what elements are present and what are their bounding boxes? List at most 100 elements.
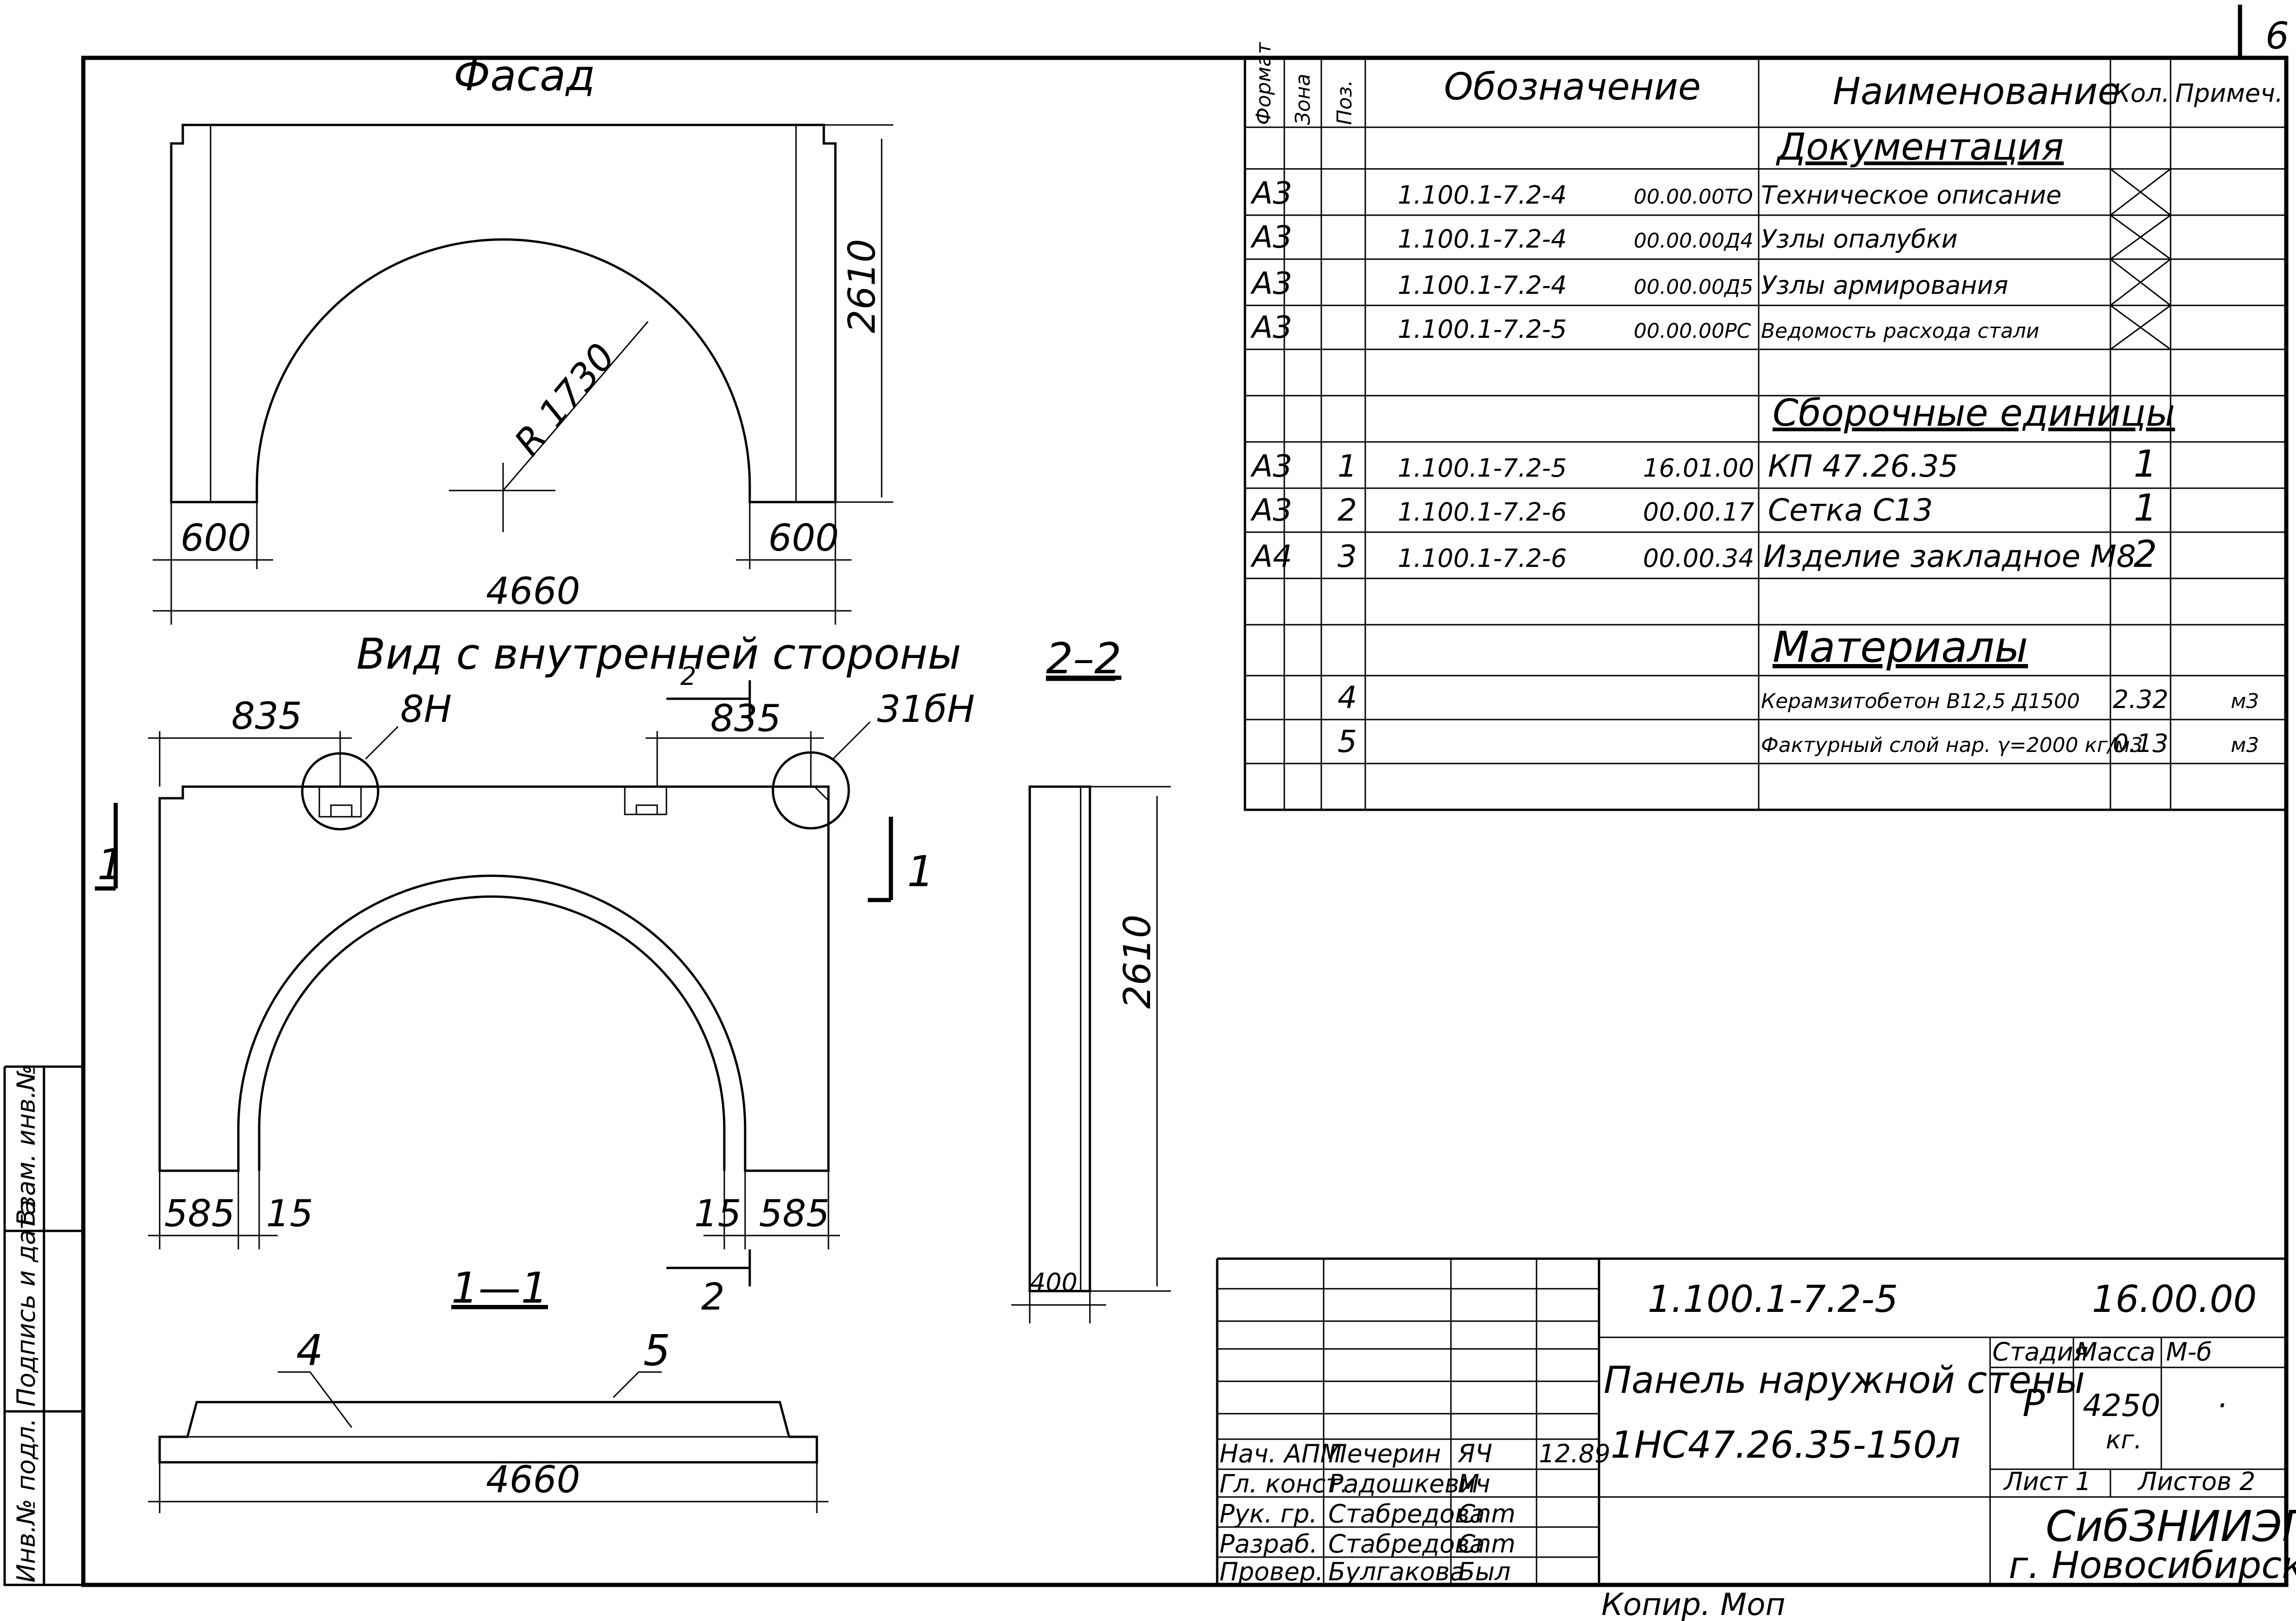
title-sheet: Лист 1 [2003, 1467, 2091, 1496]
facade-right-width: 600 [768, 516, 839, 559]
doc-row-2-format: А3 [1250, 219, 1292, 255]
inner-cut-mark-top: 2 [680, 662, 696, 691]
section-11-pos4: 4 [296, 1326, 324, 1375]
doc-row-3-code: 00.00.00Д5 [1634, 275, 1753, 299]
asm-row-3-code: 00.00.34 [1643, 544, 1754, 573]
sheet-number: 6 [2265, 14, 2289, 57]
person-5-sign: Был [1458, 1557, 1511, 1586]
sheet-border [81, 56, 2289, 1587]
inner-view: Вид с внутренней стороны 2 8Н 31бН 835 8… [95, 629, 975, 1318]
doc-row-4-designation: 1.100.1-7.2-5 [1398, 315, 1567, 344]
title-name-line2: 1НС47.26.35-150л [1611, 1423, 1960, 1466]
title-scale: · [2217, 1388, 2227, 1423]
facade-height: 2610 [840, 239, 884, 333]
doc-row-4-name: Ведомость расхода стали [1761, 319, 2039, 343]
facade-radius: R 1730 [506, 335, 623, 464]
section-22-height: 2610 [1116, 914, 1159, 1009]
copied-note: Копир. Моп [1601, 1587, 1786, 1621]
inner-bottom-left: 585 [164, 1192, 235, 1235]
person-5-role: Провер. [1220, 1557, 1323, 1586]
doc-row-3-name: Узлы армирования [1761, 271, 2008, 300]
person-2-sign: М [1458, 1469, 1480, 1498]
spec-header-name: Наименование [1833, 70, 2121, 113]
inner-bottom-right-small: 15 [694, 1192, 741, 1235]
margin-sign-date: Подпись и дата [12, 1200, 41, 1407]
asm-row-2-qty: 1 [2134, 486, 2157, 529]
person-1-name: Печерин [1328, 1439, 1441, 1468]
person-1-sign: ЯЧ [1457, 1439, 1493, 1468]
asm-row-3-name: Изделие закладное М8 [1763, 539, 2136, 574]
doc-row-4-code: 00.00.00РС [1634, 319, 1751, 343]
doc-row-4-format: А3 [1250, 310, 1292, 345]
inner-section-mark-left: 1 [97, 840, 124, 889]
asm-row-1-qty: 1 [2134, 442, 2157, 485]
asm-row-3-qty: 2 [2134, 533, 2157, 576]
asm-row-3-format: А4 [1250, 539, 1292, 574]
asm-row-2-code: 00.00.17 [1643, 497, 1754, 527]
person-3-name: Стабредова [1328, 1499, 1485, 1528]
facade-view: Фасад R 1730 2610 600 600 4660 [153, 51, 893, 625]
inner-section-mark-right: 1 [907, 847, 934, 896]
facade-title: Фасад [454, 51, 595, 100]
person-3-sign: Сnm [1458, 1499, 1516, 1528]
mat-row-1-pos: 4 [1338, 680, 1357, 715]
section-11-pos5: 5 [643, 1326, 671, 1375]
spec-section-docs: Документация [1776, 125, 2064, 168]
mat-row-2-qty: 0.13 [2113, 729, 2168, 758]
section-11-title: 1—1 [451, 1263, 548, 1313]
person-2-role: Гл. конст. [1220, 1469, 1348, 1498]
spec-section-assemblies: Сборочные единицы [1773, 391, 2175, 435]
margin-vzam-inv: Взам. инв.№ [12, 1065, 41, 1226]
mat-row-1-unit: м3 [2231, 689, 2259, 713]
doc-qty-crosses [2110, 168, 2171, 350]
left-margin-strip: Инв.№ подл. Подпись и дата Взам. инв.№ [3, 1065, 83, 1586]
title-stage: Р [2022, 1382, 2045, 1425]
asm-row-1-designation: 1.100.1-7.2-5 [1398, 453, 1567, 483]
facade-left-width: 600 [180, 516, 251, 559]
title-name-line1: Панель наружной стены [1604, 1359, 2085, 1402]
inner-bottom-right: 585 [759, 1192, 830, 1235]
person-4-role: Разраб. [1220, 1529, 1318, 1559]
person-1-role: Нач. АПМ [1220, 1439, 1342, 1468]
title-scale-label: М-б [2166, 1337, 2212, 1366]
inner-right-dim: 835 [710, 697, 781, 740]
person-3-role: Рук. гр. [1220, 1499, 1317, 1528]
title-org-line1: СибЗНИИЭП [2046, 1502, 2296, 1551]
asm-row-2-format: А3 [1250, 492, 1292, 528]
mat-row-2-unit: м3 [2231, 733, 2259, 757]
mat-row-2-name: Фактурный слой нар. γ=2000 кг/м3 [1761, 733, 2143, 757]
asm-row-2-pos: 2 [1338, 492, 1357, 528]
person-4-sign: Сnm [1458, 1529, 1516, 1559]
section-22: 2–2 2610 400 [1011, 634, 1171, 1323]
inner-node-left: 8Н [400, 688, 452, 731]
inner-left-dim: 835 [231, 695, 302, 738]
section-22-title: 2–2 [1046, 634, 1121, 683]
section-11: 1—1 4 5 4660 [148, 1263, 828, 1513]
doc-row-1-designation: 1.100.1-7.2-4 [1398, 180, 1567, 210]
mat-row-1-qty: 2.32 [2113, 685, 2168, 714]
spec-header-qty: Кол. [2113, 79, 2170, 108]
section-11-width: 4660 [486, 1458, 580, 1501]
doc-row-2-designation: 1.100.1-7.2-4 [1398, 224, 1567, 254]
inner-cut-mark-bottom: 2 [701, 1275, 725, 1318]
inner-node-right: 31бН [877, 688, 975, 731]
person-4-name: Стабредова [1328, 1529, 1485, 1559]
spec-header-note: Примеч. [2175, 79, 2283, 108]
title-sheets: Листов 2 [2137, 1467, 2255, 1496]
doc-row-1-format: А3 [1250, 175, 1292, 211]
doc-row-1-name: Техническое описание [1761, 180, 2061, 210]
title-mass-label: Масса [2076, 1337, 2155, 1366]
asm-row-2-name: Сетка С13 [1768, 492, 1933, 528]
person-2-name: Радошкевич [1328, 1469, 1490, 1498]
spec-header-pos: Поз. [1333, 80, 1356, 125]
facade-total-width: 4660 [486, 570, 580, 613]
spec-header-designation: Обозначение [1444, 65, 1701, 108]
title-block: 1.100.1-7.2-5 16.00.00 Панель наружной с… [1216, 1257, 2296, 1587]
spec-header-zone: Зона [1291, 74, 1315, 125]
title-code: 1.100.1-7.2-5 [1648, 1278, 1898, 1321]
person-5-name: Булгакова [1328, 1557, 1465, 1586]
inner-title: Вид с внутренней стороны [356, 629, 961, 679]
spec-section-materials: Материалы [1773, 622, 2028, 672]
spec-header-format: Формат [1252, 42, 1276, 125]
doc-row-3-designation: 1.100.1-7.2-4 [1398, 271, 1567, 300]
